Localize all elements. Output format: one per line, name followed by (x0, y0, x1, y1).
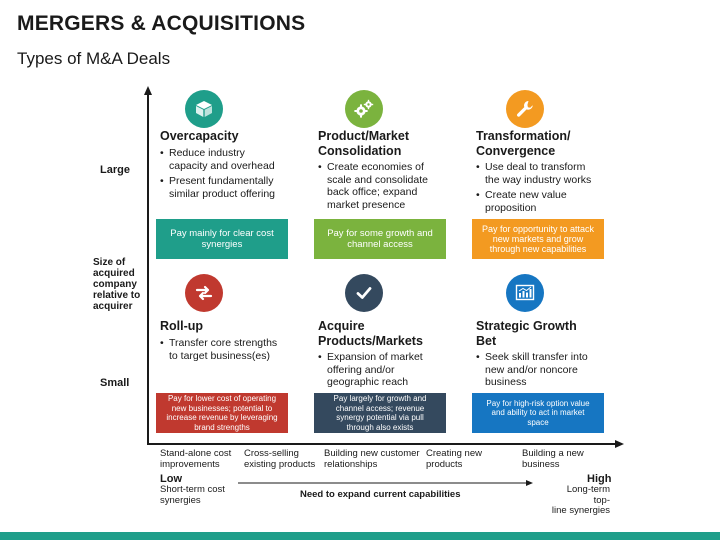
x-axis-high-label: High (587, 473, 612, 485)
consolidation-icon-circle (345, 90, 383, 128)
y-axis-title-line: company (93, 279, 137, 290)
cell-title-acquire: Acquire Products/Markets (318, 319, 423, 348)
y-axis-low-label: Small (100, 377, 130, 389)
cell-title-strategic: Strategic Growth Bet (476, 319, 577, 348)
cell-title-rollup: Roll-up (160, 319, 204, 333)
x-axis-arrowhead (615, 440, 624, 448)
y-axis-title-line: relative to (93, 290, 141, 301)
gears-icon (354, 99, 374, 118)
x-axis-high-desc: Long-term top-line synergies (551, 484, 610, 516)
cell-title-consolidation: Product/Market Consolidation (318, 129, 409, 158)
cell-title-transformation: Transformation/ Convergence (476, 129, 571, 158)
y-axis-high-label: Large (100, 164, 130, 176)
y-axis-title: Size of acquired company relative to acq… (93, 257, 140, 312)
y-axis-title-line: Size of (93, 257, 126, 268)
overcapacity-icon-circle (185, 90, 223, 128)
acquire-icon-circle (345, 274, 383, 312)
transformation-icon-circle (506, 90, 544, 128)
y-axis-title-line: acquired (93, 268, 135, 279)
wrench-icon (517, 101, 533, 117)
swap-arrows-icon (195, 285, 213, 301)
page-subtitle: Types of M&A Deals (17, 49, 171, 68)
page-title: MERGERS & ACQUISITIONS (17, 12, 306, 35)
bottom-accent-band (0, 532, 720, 540)
y-axis-title-line: acquirer (93, 301, 133, 312)
x-axis-label: Need to expand current capabilities (300, 489, 461, 500)
checkmark-icon (356, 287, 372, 299)
capability-arrowhead (526, 480, 533, 486)
bar-chart-icon (515, 284, 535, 301)
rollup-icon-circle (185, 274, 223, 312)
strategic-icon-circle (506, 274, 544, 312)
x-axis-low-label: Low (160, 473, 182, 485)
y-axis-arrowhead (144, 86, 152, 95)
box-icon (196, 101, 212, 117)
cell-title-overcapacity: Overcapacity (160, 129, 239, 143)
